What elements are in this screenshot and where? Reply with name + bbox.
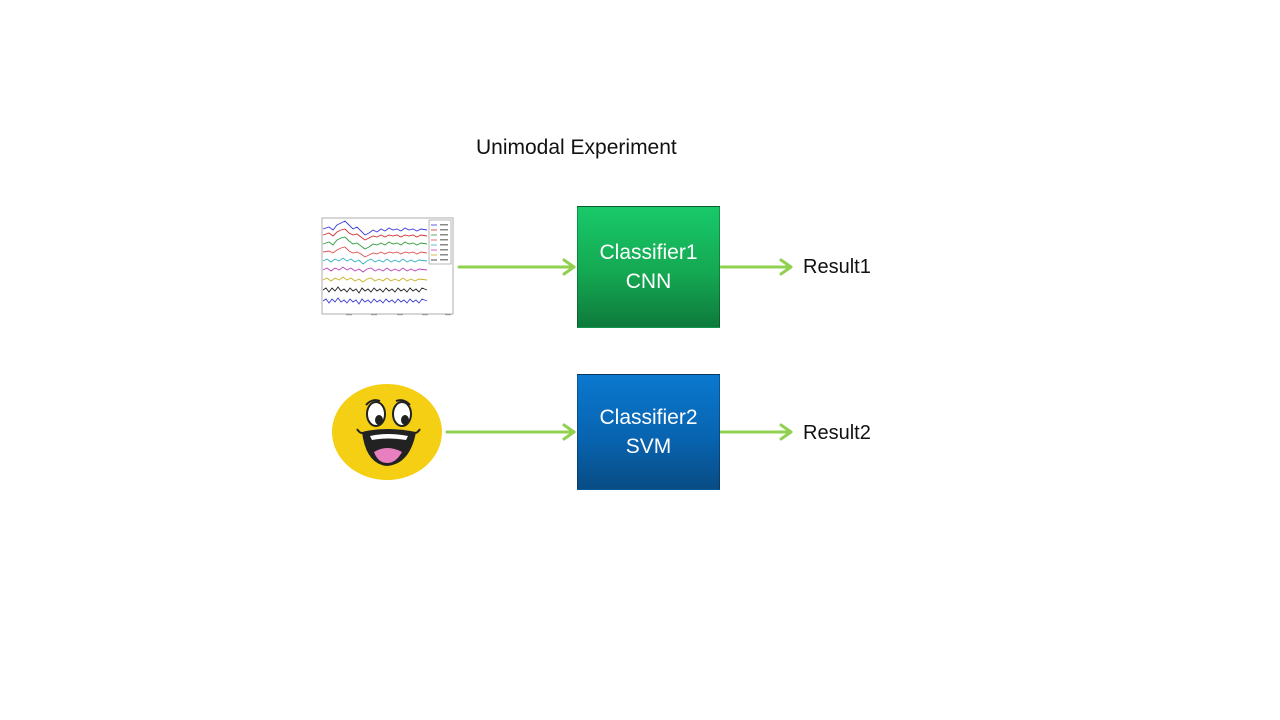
eeg-trace-1 (322, 220, 428, 236)
eeg-legend-box (428, 219, 452, 265)
diagram-title: Unimodal Experiment (476, 136, 677, 159)
classifier1-model: CNN (625, 270, 672, 293)
result2-label: Result2 (803, 422, 871, 444)
eeg-trace-4 (322, 246, 428, 258)
result1-label: Result1 (803, 256, 871, 278)
eeg-trace-7 (322, 276, 428, 283)
eeg-trace-8 (322, 286, 428, 294)
eeg-trace-2 (322, 228, 428, 241)
classifier1-label: Classifier1 (599, 241, 698, 264)
eeg-trace-5 (322, 257, 428, 265)
eeg-trace-6 (322, 266, 428, 273)
classifier1-cnn-box: Classifier1 CNN (577, 206, 720, 328)
eeg-trace-3 (322, 236, 428, 250)
eeg-trace-9 (322, 297, 428, 305)
classifier2-label: Classifier2 (599, 406, 698, 429)
classifier2-svm-box: Classifier2 SVM (577, 374, 720, 490)
classifier2-model: SVM (625, 435, 672, 458)
eeg-signal-plot-icon (321, 217, 454, 316)
smiley-face-icon (332, 384, 442, 480)
